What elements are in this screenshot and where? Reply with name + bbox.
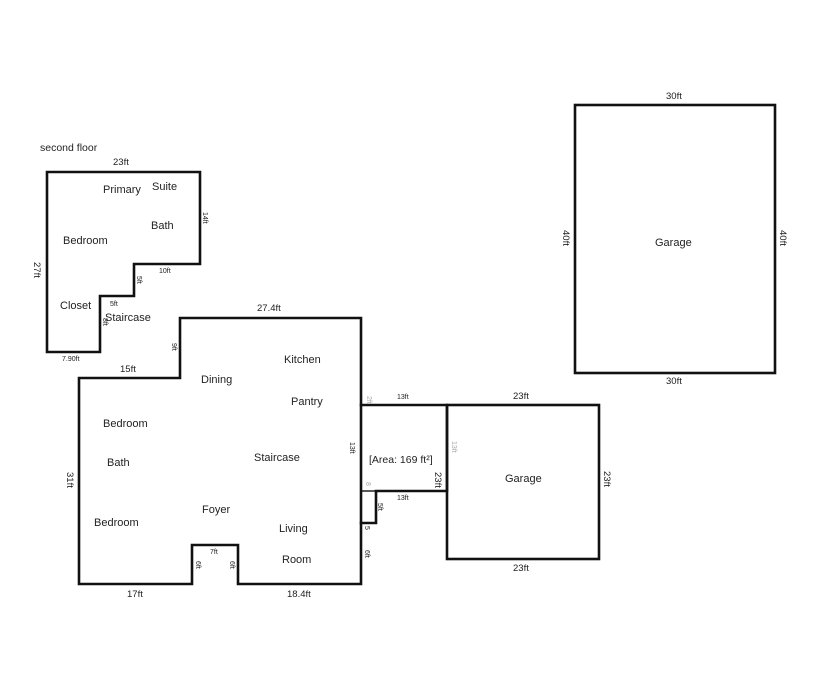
room-label-bedroom-2: Bedroom xyxy=(94,517,139,529)
second-floor-closet-v-dim: 8ft xyxy=(101,318,108,326)
attached-garage-top-dim: 23ft xyxy=(513,391,529,402)
main-floor-upper-left-dim: 15ft xyxy=(120,364,136,375)
connector-outline xyxy=(359,403,449,525)
detached-garage-label: Garage xyxy=(655,237,692,249)
main-floor-step-small-dim: 5 xyxy=(363,526,370,530)
main-floor-right-mid-dim: 13ft xyxy=(348,442,355,454)
room-label-bedroom-1: Bedroom xyxy=(103,418,148,430)
second-floor-outline xyxy=(45,170,202,354)
room-label-dining: Dining xyxy=(201,374,232,386)
second-floor-label: second floor xyxy=(40,142,98,154)
second-floor-closet-h-dim: 5ft xyxy=(110,301,118,308)
second-floor-step-h-dim: 10ft xyxy=(159,268,171,275)
second-floor-right-dim: 14ft xyxy=(201,212,208,224)
room-label-pantry: Pantry xyxy=(291,396,323,408)
room-label-staircase-upper: Staircase xyxy=(105,312,151,324)
connector-left-faint-dim: 2ft xyxy=(365,396,372,404)
second-floor-step-v-dim: 5ft xyxy=(135,276,142,284)
connector-small-faint-dim: 8 xyxy=(364,482,371,486)
connector-right-dim: 23ft xyxy=(432,472,443,488)
detached-garage-top-dim: 30ft xyxy=(666,91,682,102)
detached-garage-right-dim: 40ft xyxy=(777,230,788,246)
main-floor-bottom-left-dim: 17ft xyxy=(127,589,143,600)
room-label-suite: Suite xyxy=(152,181,177,193)
porch-top-dim: 7ft xyxy=(210,549,218,556)
main-floor-outline xyxy=(77,316,363,586)
main-floor-right-lower-dim: 6ft xyxy=(363,550,370,558)
porch-left-dim: 6ft xyxy=(194,561,201,569)
connector-right-faint-dim: 13ft xyxy=(450,441,457,453)
room-label-primary: Primary xyxy=(103,184,141,196)
main-floor-notch-v-dim: 9ft xyxy=(170,343,177,351)
connector-bottom-dim: 13ft xyxy=(397,495,409,502)
detached-garage-outline xyxy=(573,103,777,375)
room-label-room: Room xyxy=(282,554,311,566)
second-floor-left-dim: 27ft xyxy=(31,262,42,278)
room-label-kitchen: Kitchen xyxy=(284,354,321,366)
attached-garage-bottom-dim: 23ft xyxy=(513,563,529,574)
second-floor-top-dim: 23ft xyxy=(113,157,129,168)
main-floor-step-v-dim: 5ft xyxy=(376,503,383,511)
main-floor-bottom-right-dim: 18.4ft xyxy=(287,589,311,600)
main-floor-left-dim: 31ft xyxy=(64,472,75,488)
main-floor-top-dim: 27.4ft xyxy=(257,303,281,314)
room-label-living: Living xyxy=(279,523,308,535)
room-label-staircase-main: Staircase xyxy=(254,452,300,464)
room-label-closet: Closet xyxy=(60,300,91,312)
detached-garage-bottom-dim: 30ft xyxy=(666,376,682,387)
connector-area-label: [Area: 169 ft²] xyxy=(369,454,433,466)
detached-garage-left-dim: 40ft xyxy=(560,230,571,246)
connector-top-dim: 13ft xyxy=(397,394,409,401)
porch-right-dim: 6ft xyxy=(228,561,235,569)
attached-garage-outline xyxy=(445,403,601,561)
room-label-bath-main: Bath xyxy=(107,457,130,469)
attached-garage-right-dim: 23ft xyxy=(601,471,612,487)
room-label-foyer: Foyer xyxy=(202,504,230,516)
room-label-bedroom-upper: Bedroom xyxy=(63,235,108,247)
attached-garage-label: Garage xyxy=(505,473,542,485)
second-floor-bottom-dim: 7.90ft xyxy=(62,356,80,363)
room-label-bath-upper: Bath xyxy=(151,220,174,232)
